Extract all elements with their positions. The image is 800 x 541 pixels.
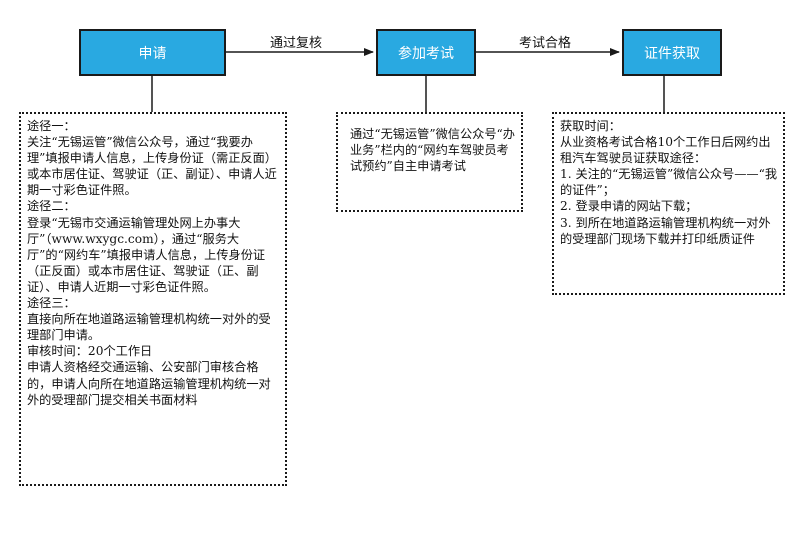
step-exam-label: 参加考试 [398, 45, 454, 62]
certificate-intro: 从业资格考试合格10个工作日后网约出租汽车驾驶员证获取途径： [560, 135, 771, 166]
step-certificate-label: 证件获取 [644, 45, 700, 62]
certificate-item-2: 2. 登录申请的网站下载； [560, 199, 698, 214]
review-time: 审核时间：20个工作日 [27, 344, 153, 359]
note-exam: 通过“无锡运管”微信公众号“办业务”栏内的“网约车驾驶员考试预约”自主申请考试 [336, 112, 523, 212]
certificate-title: 获取时间： [560, 119, 621, 133]
exam-text: 通过“无锡运管”微信公众号“办业务”栏内的“网约车驾驶员考试预约”自主申请考试 [350, 127, 515, 174]
route1-title: 途径一： [27, 119, 76, 133]
route3-text: 直接向所在地道路运输管理机构统一对外的受理部门申请。 [27, 312, 271, 343]
route1-text: 关注“无锡运管”微信公众号，通过“我要办理”填报申请人信息，上传身份证（需正反面… [27, 135, 277, 198]
certificate-item-3: 3. 到所在地道路运输管理机构统一对外的受理部门现场下载并打印纸质证件 [560, 215, 771, 246]
route2-text: 登录“无锡市交通运输管理处网上办事大厅”（www.wxygc.com），通过“服… [27, 215, 266, 294]
step-apply-label: 申请 [138, 45, 167, 62]
step-exam: 参加考试 [376, 29, 476, 76]
route2-title: 途径二： [27, 199, 76, 214]
route3-title: 途径三： [27, 296, 76, 311]
transition-label-pass: 考试合格 [519, 36, 572, 51]
review-text: 申请人资格经交通运输、公安部门审核合格的，申请人向所在地道路运输管理机构统一对外… [27, 360, 271, 407]
certificate-item-1: 1. 关注的“无锡运管”微信公众号——“我的证件”； [560, 167, 778, 198]
transition-label-review: 通过复核 [270, 36, 323, 51]
note-apply: 途径一： 关注“无锡运管”微信公众号，通过“我要办理”填报申请人信息，上传身份证… [19, 112, 287, 486]
note-certificate: 获取时间： 从业资格考试合格10个工作日后网约出租汽车驾驶员证获取途径： 1. … [552, 112, 785, 295]
step-apply: 申请 [79, 29, 226, 76]
step-certificate: 证件获取 [622, 29, 722, 76]
